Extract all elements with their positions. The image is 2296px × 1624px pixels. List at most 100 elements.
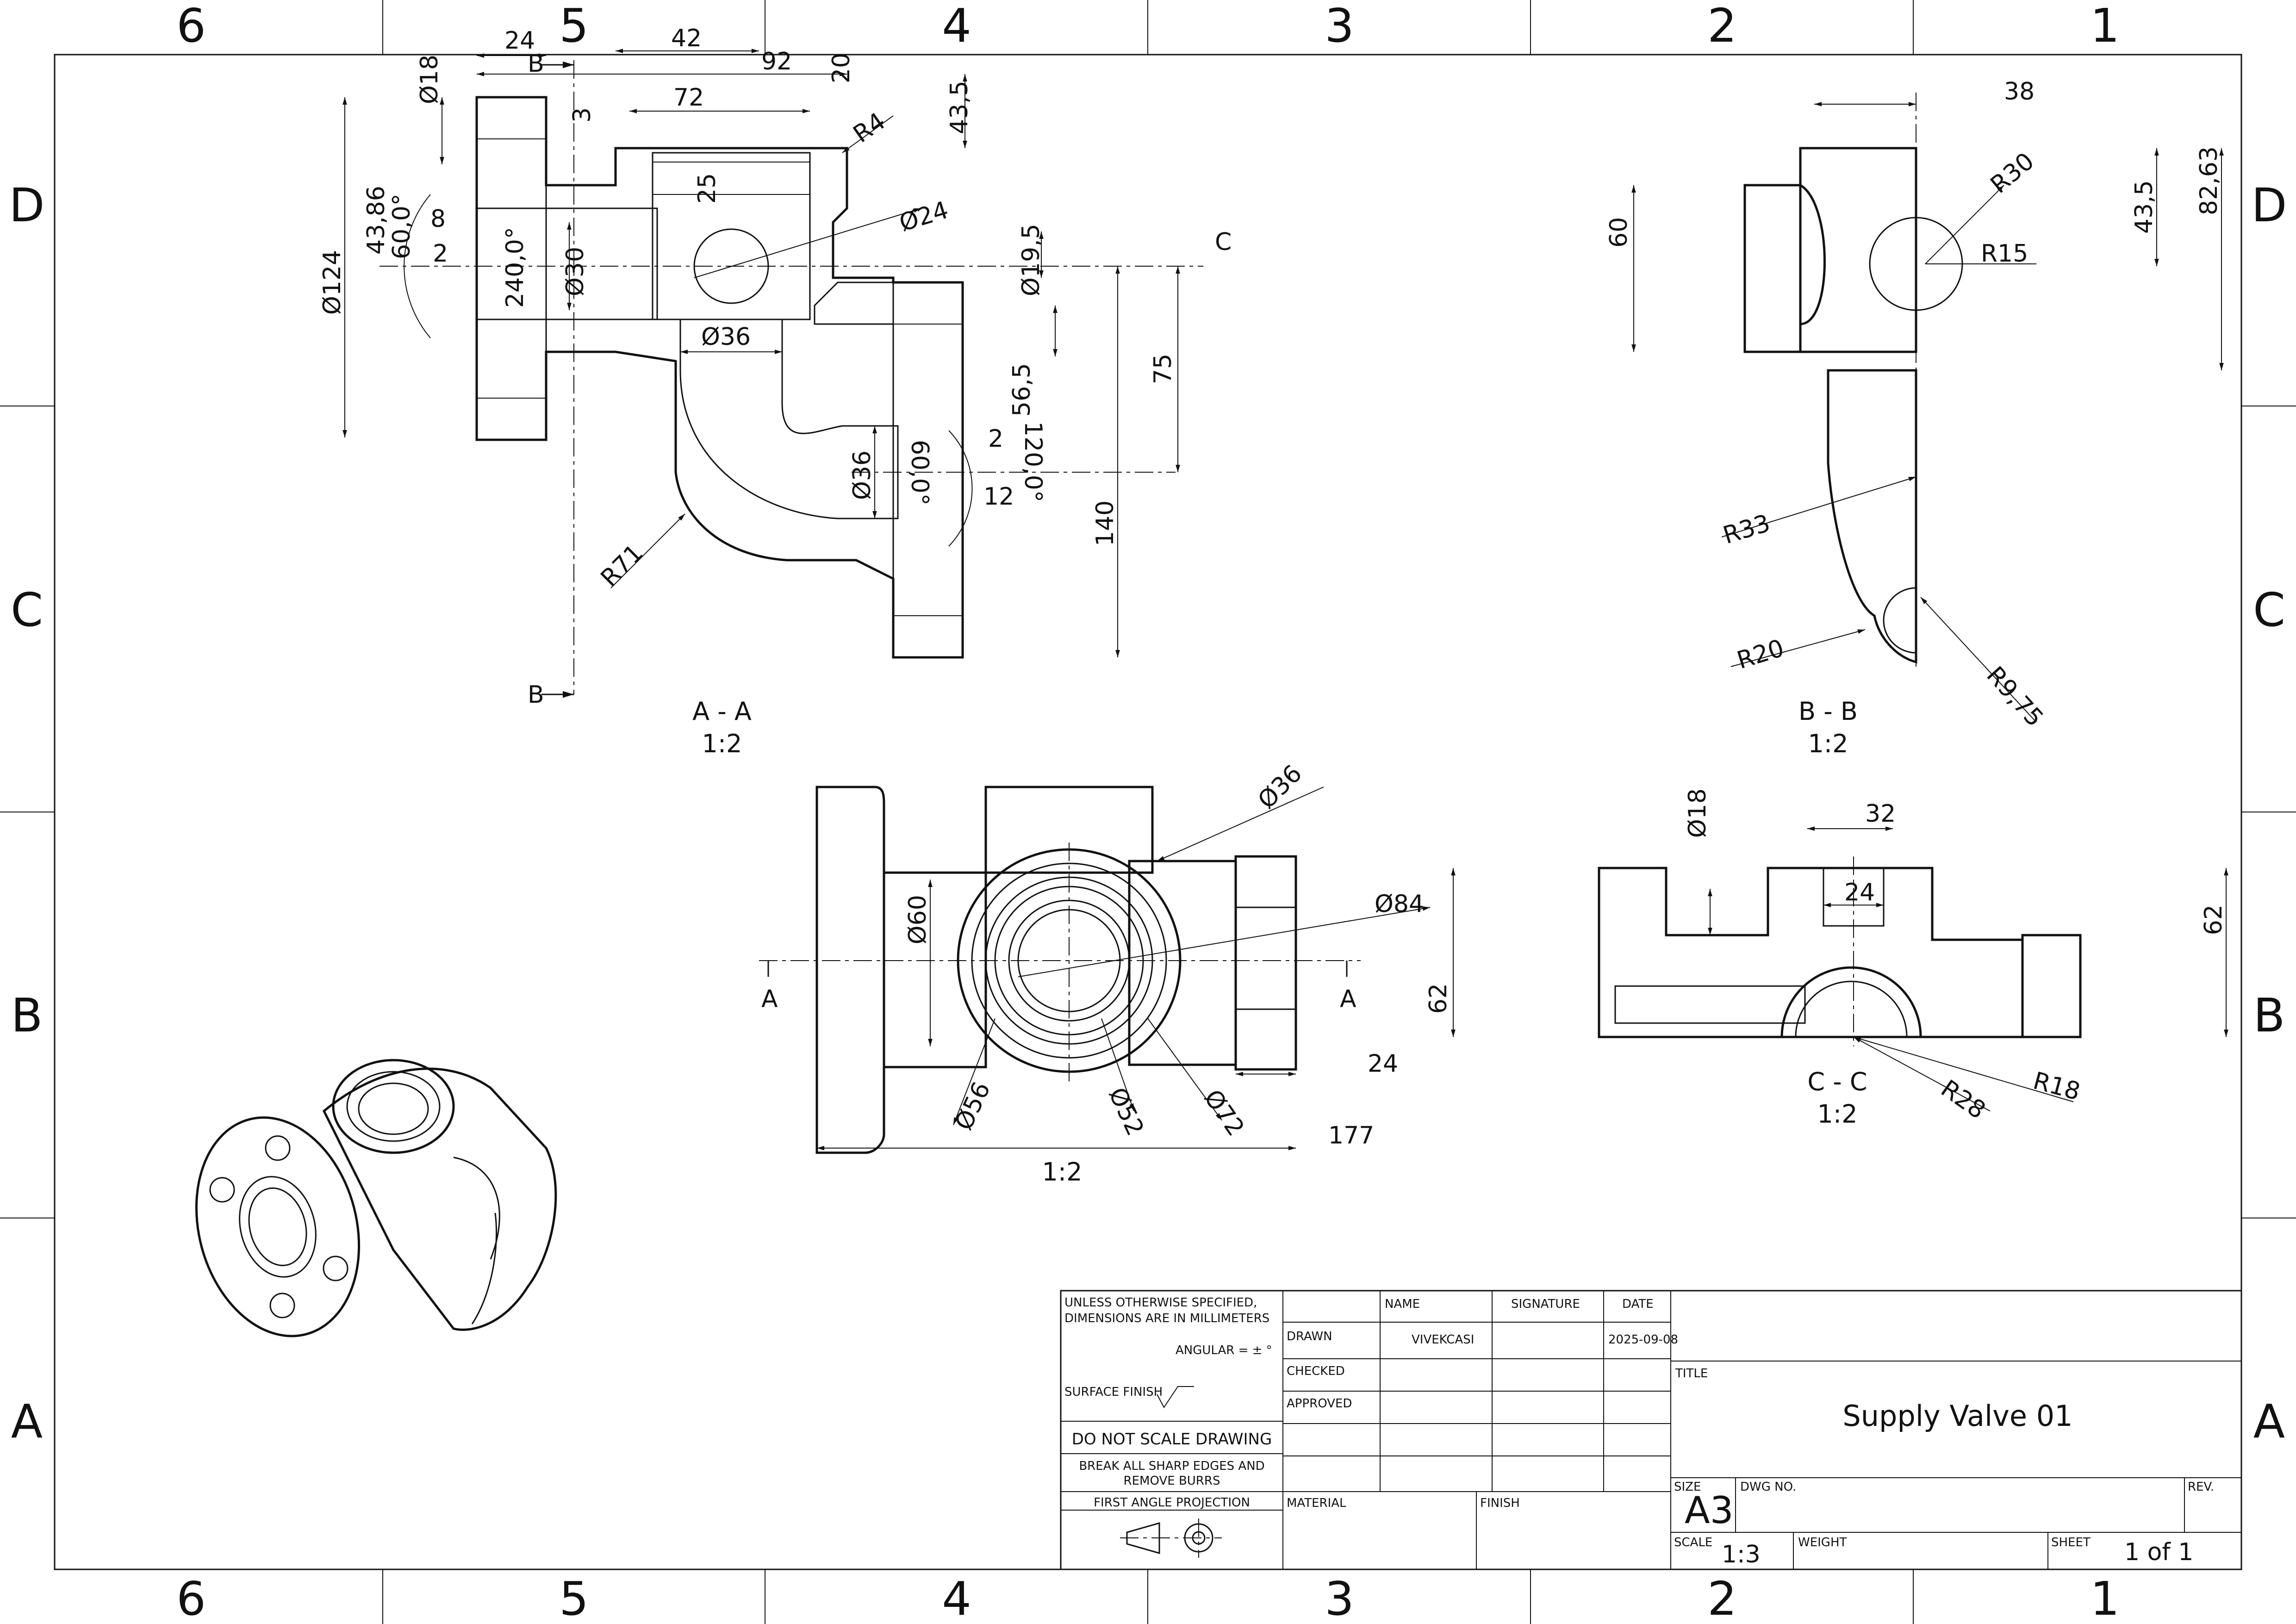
dim-label: 12 [983, 483, 1014, 511]
dim-label: Ø124 [318, 250, 346, 315]
zone-col-label: 4 [942, 0, 971, 53]
dim-label: 62 [2200, 905, 2228, 935]
dim-label: 43,86 [362, 186, 390, 255]
zone-row-label: A [11, 1394, 43, 1449]
cut-mark-label: A [1340, 985, 1356, 1013]
cut-mark-label: A [761, 985, 778, 1013]
zone-col-label: 1 [2090, 0, 2120, 53]
dim-label: Ø60 [904, 895, 932, 944]
dim-label: 24 [504, 27, 535, 55]
drawing-title: Supply Valve 01 [1842, 1399, 2072, 1433]
zone-col-label: 5 [559, 1572, 589, 1624]
do-not-scale-note: DO NOT SCALE DRAWING [1072, 1430, 1272, 1449]
scale-label: SCALE [1674, 1536, 1712, 1549]
drawing-scale: 1:3 [1722, 1541, 1761, 1568]
dim-label: 120,0° [1019, 421, 1047, 502]
header-date: DATE [1622, 1297, 1654, 1311]
sheet-label: SHEET [2051, 1536, 2091, 1549]
drawn-by-name: VIVEKCASI [1412, 1333, 1474, 1347]
dim-label: 43,5 [946, 81, 973, 134]
zone-col-label: 5 [559, 0, 589, 53]
front-view: A A Ø36 Ø84 Ø60 24 Ø56 Ø52 Ø72 177 1:2 [759, 760, 1431, 1187]
view-scale: 1:2 [1808, 729, 1848, 758]
zone-row-label: B [11, 988, 43, 1043]
dim-label: 177 [1328, 1122, 1374, 1149]
dim-label: 82,63 [2195, 146, 2223, 215]
view-title: B - B [1798, 697, 1858, 726]
dwg-no-label: DWG NO. [1740, 1480, 1796, 1494]
dim-label: 42 [671, 25, 702, 52]
dim-label: R28 [1936, 1074, 1991, 1124]
dim-label: 60 [1605, 217, 1633, 248]
zone-col-label: 4 [942, 1572, 971, 1624]
title-label: TITLE [1675, 1367, 1708, 1380]
drawn-date: 2025-09-08 [1608, 1333, 1678, 1347]
material-label: MATERIAL [1287, 1496, 1346, 1510]
rev-label: REV. [2188, 1480, 2214, 1494]
size-label: SIZE [1674, 1480, 1701, 1494]
zone-col-label: 6 [176, 0, 206, 53]
dim-label: R18 [2030, 1067, 2083, 1106]
view-title: C - C [1807, 1067, 1867, 1096]
dim-label: R4 [848, 107, 890, 149]
zone-row-label: C [2253, 583, 2285, 637]
row-label-approved: APPROVED [1287, 1397, 1352, 1411]
finish-label: FINISH [1480, 1496, 1520, 1510]
dim-label: 72 [673, 84, 704, 112]
dim-label: Ø36 [1253, 760, 1307, 814]
view-scale: 1:2 [1042, 1157, 1083, 1187]
surface-finish-label: SURFACE FINISH [1064, 1385, 1163, 1399]
isometric-view [195, 1059, 557, 1337]
dim-label: R71 [596, 539, 649, 592]
dim-label: Ø72 [1198, 1085, 1250, 1141]
sheet-number: 1 of 1 [2124, 1538, 2193, 1566]
dim-label: 24 [1844, 879, 1875, 906]
dim-label: Ø18 [1684, 788, 1711, 838]
section-aa-view: B B C 24 42 92 20 [318, 25, 1232, 758]
view-title: A - A [692, 697, 752, 726]
sheet-size: A3 [1685, 1489, 1734, 1532]
dim-label: Ø19,5 [1017, 224, 1045, 296]
zone-col-label: 6 [176, 1572, 206, 1624]
dim-label: 75 [1149, 354, 1177, 384]
dim-label: 8 [430, 205, 446, 233]
dim-label: 60,0° [906, 440, 933, 506]
zone-row-label: B [2253, 988, 2285, 1043]
dim-label: 20 [828, 53, 855, 83]
zone-col-label: 3 [1325, 1572, 1354, 1624]
dim-label: 2 [988, 425, 1003, 453]
dim-label: R9,75 [1981, 662, 2048, 732]
row-label-checked: CHECKED [1287, 1364, 1345, 1378]
dim-label: 25 [693, 173, 721, 204]
dim-label: Ø24 [896, 196, 952, 237]
dim-label: 60,0° [388, 194, 416, 259]
section-aa-body [475, 96, 964, 659]
view-scale: 1:2 [702, 729, 742, 758]
general-note: DIMENSIONS ARE IN MILLIMETERS [1064, 1312, 1269, 1325]
dim-label: R30 [1985, 147, 2040, 199]
projection-label: FIRST ANGLE PROJECTION [1094, 1496, 1250, 1510]
dim-label: 240,0° [501, 227, 529, 308]
dim-label: R20 [1734, 634, 1787, 675]
break-edges-note: BREAK ALL SHARP EDGES AND [1079, 1459, 1264, 1473]
dim-label: Ø36 [701, 323, 751, 351]
dim-label: Ø52 [1103, 1083, 1149, 1140]
cut-mark-label: B [528, 681, 544, 709]
zone-col-label: 1 [2090, 1572, 2120, 1624]
dim-label: 2 [433, 240, 448, 268]
dim-label: R15 [1981, 240, 2028, 268]
view-ref-label: C [1215, 228, 1232, 256]
dim-label: 32 [1865, 800, 1896, 828]
header-name: NAME [1385, 1297, 1420, 1311]
section-bb-view: 38 R30 43,5 82,63 60 R15 R33 R20 R9,75 B… [1605, 78, 2224, 758]
dim-label: 3 [568, 107, 596, 123]
zone-row-label: A [2253, 1394, 2285, 1449]
view-scale: 1:2 [1817, 1099, 1858, 1129]
angular-tolerance: ANGULAR = ± ° [1176, 1343, 1272, 1357]
row-label-drawn: DRAWN [1287, 1330, 1332, 1343]
section-cc-view: Ø18 32 24 62 62 R28 R18 C - C 1:2 [1425, 788, 2228, 1129]
dim-label: 24 [1368, 1050, 1398, 1078]
dim-label: Ø56 [950, 1078, 996, 1134]
